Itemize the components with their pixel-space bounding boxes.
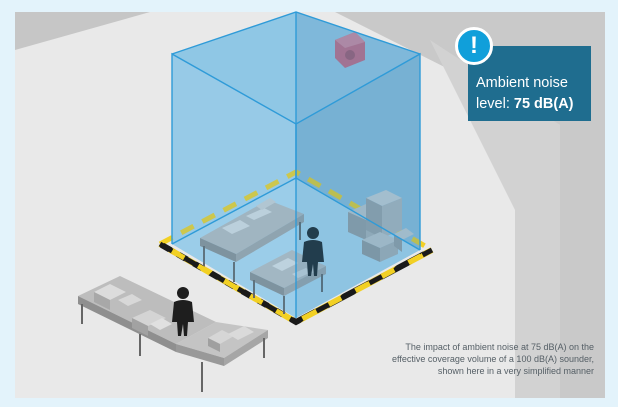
alert-line-1: Ambient noise [476, 75, 568, 91]
sounder-icon [335, 32, 365, 68]
ambient-noise-label: Ambient noise level: 75 dB(A) [476, 73, 588, 115]
noise-level-value: 75 dB(A) [513, 96, 574, 112]
caption-line-2: effective coverage volume of a 100 dB(A)… [392, 354, 594, 364]
caption: The impact of ambient noise at 75 dB(A) … [334, 341, 594, 377]
workbench-outside [78, 276, 268, 392]
coverage-edges [171, 11, 421, 318]
hazard-tape-front-yellow [158, 241, 434, 325]
alert-panel [468, 46, 591, 121]
workbench-back [200, 198, 304, 282]
worker-inside-icon [302, 227, 324, 276]
coverage-right-front-wall [296, 54, 420, 318]
hazard-tape-front-overlay [158, 241, 434, 325]
box-stack [348, 190, 414, 262]
right-wall-shade [430, 40, 560, 398]
caption-line-1: The impact of ambient noise at 75 dB(A) … [405, 342, 594, 352]
exclamation-icon: ! [455, 27, 493, 65]
alert-line-2-prefix: level: [476, 96, 514, 112]
left-wall [15, 12, 150, 50]
worker-outside-icon [172, 287, 194, 336]
coverage-left-front-wall [172, 54, 296, 318]
coverage-back-wall [172, 12, 296, 244]
caption-line-3: shown here in a very simplified manner [437, 366, 594, 376]
alert-line-2: level: 75 dB(A) [476, 94, 588, 115]
